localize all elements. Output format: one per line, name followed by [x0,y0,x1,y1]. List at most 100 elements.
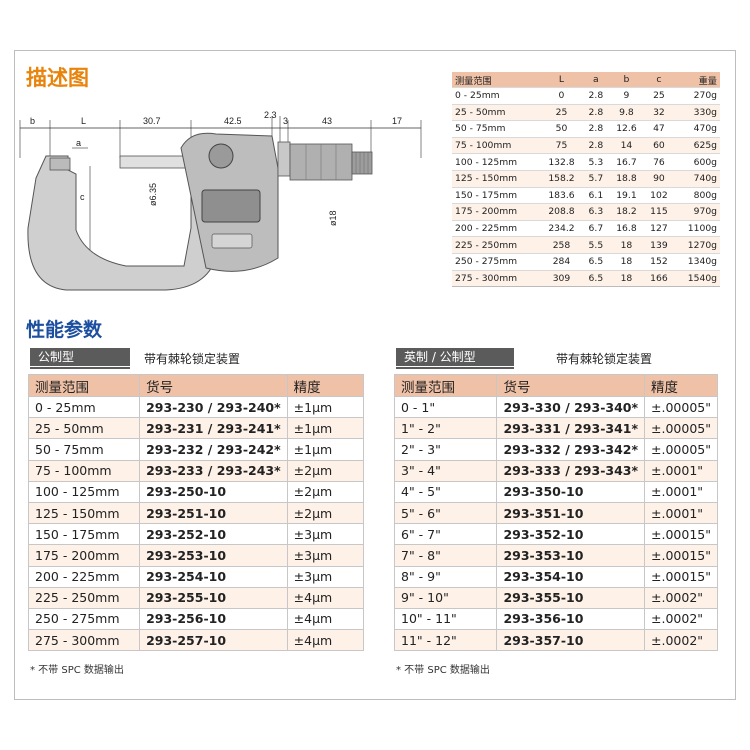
table-cell: 25 [643,87,675,105]
col-header: 测量范围 [393,374,498,397]
table-cell: ±.00015" [644,565,718,588]
table-cell: 293-352-10 [496,523,646,546]
table-cell: 293-256-10 [139,607,288,631]
table-cell: ±2μm [286,480,365,503]
col-header: 货号 [496,374,646,397]
table-cell: 139 [643,236,675,254]
table-cell: 50 - 75mm [452,120,541,138]
table-cell: ±1μm [286,395,365,419]
table-cell: 6.7 [582,219,610,237]
table-cell: 18.2 [609,203,644,221]
table-cell: 275 - 300mm [27,629,141,652]
table-cell: 152 [643,252,675,271]
table-row: 3" - 4"293-333 / 293-343*±.0001" [393,459,718,482]
metric-tag: 公制型 [30,348,130,369]
table-cell: 800g [674,186,720,204]
table-cell: 2.8 [582,87,610,105]
table-cell: 293-330 / 293-340* [496,395,646,419]
table-cell: 293-251-10 [139,501,288,525]
table-cell: 200 - 225mm [452,219,541,237]
table-cell: ±3μm [286,544,365,567]
table-cell: 25 - 50mm [27,417,141,440]
table-cell: 75 - 100mm [452,136,541,154]
table-cell: 970g [674,203,720,221]
table-cell: 175 - 200mm [452,203,541,221]
dim-L: L [81,116,86,126]
col-header: 货号 [139,374,288,397]
table-cell: 0 - 1" [393,395,498,419]
table-cell: 600g [674,153,720,171]
col-header: b [609,72,644,88]
table-cell: ±2μm [286,459,365,482]
table-cell: 293-231 / 293-241* [139,417,288,440]
table-cell: 6.5 [582,252,610,271]
table-cell: 166 [643,269,675,288]
table-row: 9" - 10"293-355-10±.0002" [393,586,718,609]
table-cell: 1540g [674,269,720,288]
table-cell: 470g [674,120,720,138]
table-cell: 225 - 250mm [27,586,141,609]
metric-footnote: * 不带 SPC 数据输出 [30,665,124,676]
table-cell: 293-355-10 [496,586,646,609]
table-cell: 60 [643,136,675,154]
table-cell: 293-354-10 [496,565,646,588]
table-row: 7" - 8"293-353-10±.00015" [393,544,718,567]
imperial-note: 带有棘轮锁定装置 [556,352,653,366]
imperial-footnote: * 不带 SPC 数据输出 [396,665,490,676]
table-cell: 740g [674,169,720,188]
table-cell: 115 [643,203,675,221]
table-cell: 32 [643,103,675,121]
content-frame [14,50,736,700]
table-cell: 2.8 [582,136,610,154]
table-cell: 250 - 275mm [452,252,541,271]
table-cell: ±.00015" [644,544,718,567]
table-cell: 293-353-10 [496,544,646,567]
table-row: 4" - 5"293-350-10±.0001" [393,480,718,503]
table-cell: 150 - 175mm [452,186,541,204]
table-cell: 150 - 175mm [27,523,141,546]
dim-phi-18: ø18 [328,210,338,226]
table-cell: 275 - 300mm [452,269,541,288]
col-header: L [540,72,583,88]
table-cell: ±2μm [286,501,365,525]
table-cell: 208.8 [540,203,583,221]
table-cell: 18 [609,236,644,254]
table-row: 10" - 11"293-356-10±.0002" [393,607,718,631]
dim-2-3: 2.3 [264,110,277,120]
table-cell: 1" - 2" [393,417,498,440]
table-cell: 250 - 275mm [27,607,141,631]
table-cell: 234.2 [540,219,583,237]
table-cell: 16.8 [609,219,644,237]
table-cell: 50 - 75mm [27,438,141,461]
imperial-table-header: 测量范围 货号 精度 [393,374,718,397]
table-cell: ±.00005" [644,417,718,440]
table-cell: 293-233 / 293-243* [139,459,288,482]
table-cell: 2.8 [582,120,610,138]
table-cell: 1100g [674,219,720,237]
table-cell: ±.0001" [644,459,718,482]
table-cell: 293-257-10 [139,629,288,652]
table-cell: 293-252-10 [139,523,288,546]
col-header: a [582,72,610,88]
table-cell: 19.1 [609,186,644,204]
table-cell: 6.5 [582,269,610,288]
table-cell: ±.0001" [644,480,718,503]
imperial-tag: 英制 / 公制型 [396,348,514,369]
table-cell: 18 [609,269,644,288]
table-cell: 9.8 [609,103,644,121]
table-cell: 293-356-10 [496,607,646,631]
table-cell: 10" - 11" [393,607,498,631]
